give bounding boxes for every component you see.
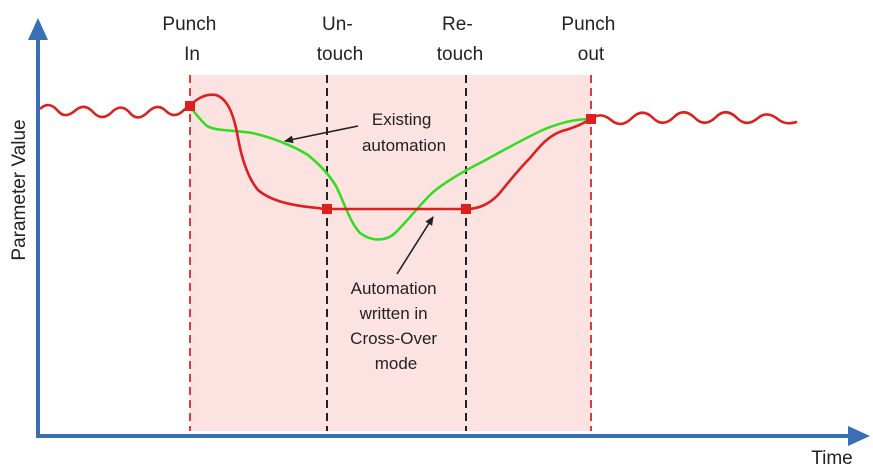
axes	[28, 18, 870, 446]
x-axis-arrowhead	[848, 426, 870, 446]
punch-out-label: Punch out	[561, 14, 620, 65]
untouch-label-line2: touch	[317, 44, 363, 65]
written-automation-label: Automation written in Cross-Over mode	[350, 279, 442, 373]
retouch-label-line1: Re-	[442, 14, 473, 35]
existing-automation-label: Existing automation	[362, 110, 446, 155]
punch-in-label: Punch In	[162, 14, 221, 65]
punch-in-label-line1: Punch	[162, 14, 216, 35]
existing-automation-label-line2: automation	[362, 136, 446, 155]
written-arrow	[396, 216, 434, 275]
x-axis-label: Time	[811, 448, 853, 465]
written-automation-label-line3: Cross-Over	[350, 329, 437, 348]
punch-in-label-line2: In	[184, 44, 200, 65]
y-axis-arrowhead	[28, 18, 48, 40]
retouch-label: Re- touch	[437, 14, 483, 65]
retouch-label-line2: touch	[437, 44, 483, 65]
existing-arrow	[284, 125, 359, 144]
written-automation-label-line4: mode	[375, 354, 418, 373]
written-automation-label-line1: Automation	[351, 279, 437, 298]
y-axis-label: Parameter Value	[9, 119, 30, 260]
punch-in-node	[185, 101, 195, 111]
punch-out-label-line1: Punch	[561, 14, 615, 35]
punch-out-node	[586, 114, 596, 124]
untouch-label: Un- touch	[317, 14, 363, 65]
existing-automation-label-line1: Existing	[372, 110, 432, 129]
untouch-node	[322, 204, 332, 214]
punch-out-label-line2: out	[578, 44, 605, 65]
written-automation-label-line2: written in	[359, 304, 428, 323]
untouch-label-line1: Un-	[322, 14, 353, 35]
retouch-node	[461, 204, 471, 214]
